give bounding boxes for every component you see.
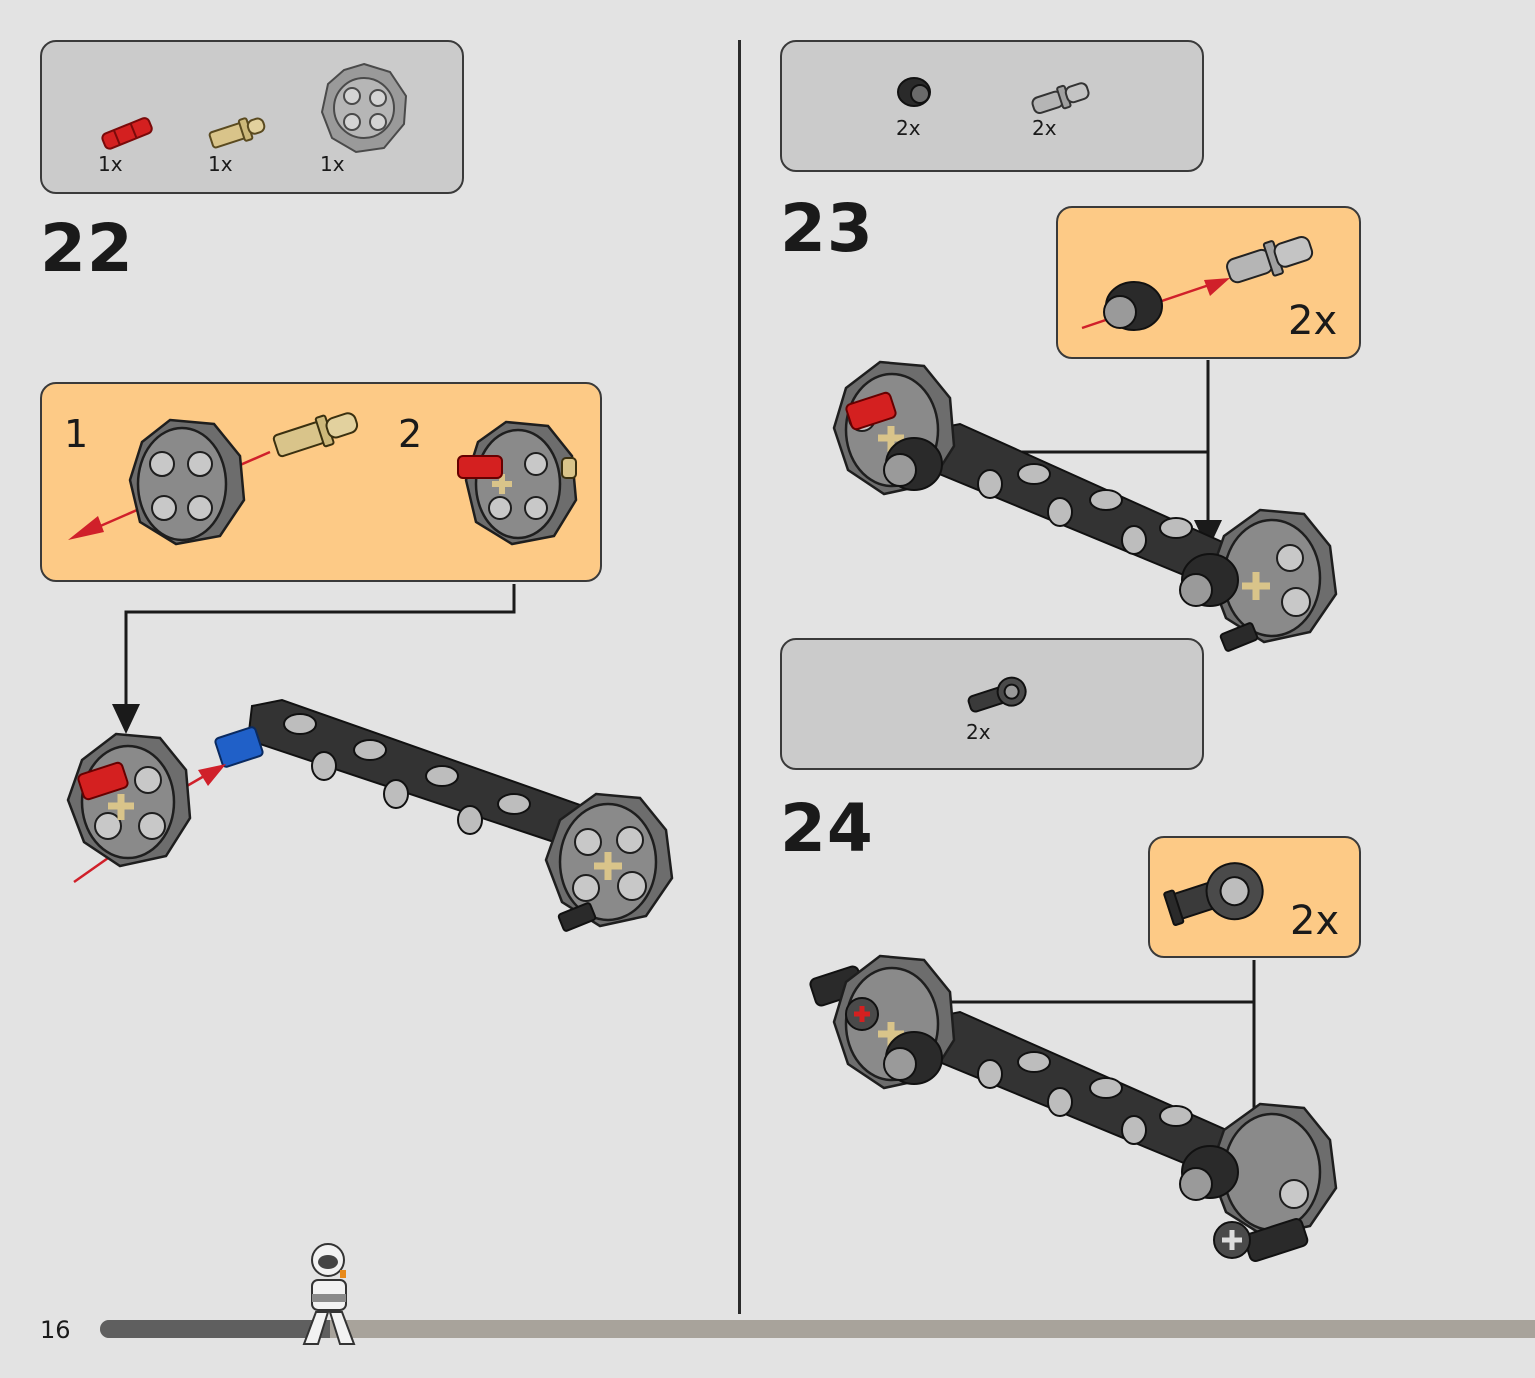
- part-qty: 1x: [98, 152, 123, 176]
- sub-assembly-callout-step-24: 2x: [1148, 836, 1361, 958]
- progress-track: [100, 1320, 1535, 1338]
- sub-step-number: 2: [398, 412, 423, 456]
- sub-assembly-callout-step-23: 2x: [1056, 206, 1361, 359]
- part-qty: 1x: [208, 152, 233, 176]
- part-qty: 2x: [896, 116, 921, 140]
- column-divider: [738, 40, 741, 1314]
- sub-step-number: 1: [64, 412, 89, 456]
- pin-connector-icon: [967, 676, 1027, 713]
- sub-assembly-callout-step-22: 1 2: [40, 382, 602, 582]
- parts-list-step-22: 1x 1x 1x: [40, 40, 464, 194]
- red-axle-pin-icon: [101, 117, 153, 150]
- progress-fill: [100, 1320, 330, 1338]
- step-number: 24: [780, 790, 874, 867]
- part-qty: 2x: [1032, 116, 1057, 140]
- tan-axle-pin-icon: [208, 117, 266, 149]
- page-number: 16: [40, 1316, 71, 1344]
- step-number: 23: [780, 190, 874, 267]
- sub-step-1-illustration: [68, 412, 359, 546]
- gray-wheel-hub-icon: [320, 62, 408, 154]
- black-bush-icon: [897, 77, 931, 107]
- callout-multiplier: 2x: [1288, 298, 1338, 344]
- part-qty: 2x: [966, 720, 991, 744]
- wheel-hub-icon: [128, 418, 246, 546]
- bush-onto-pin-illustration: [1081, 235, 1314, 331]
- gray-pin-icon: [1031, 82, 1090, 115]
- step-number: 22: [40, 210, 134, 287]
- parts-list-step-24: 2x: [780, 638, 1204, 770]
- parts-list-step-23: 2x 2x: [780, 40, 1204, 172]
- pin-connector-illustration: [1163, 862, 1264, 926]
- callout-multiplier: 2x: [1290, 898, 1340, 944]
- tan-axle-pin-icon: [272, 412, 359, 458]
- part-qty: 1x: [320, 152, 345, 176]
- sub-step-2-illustration: [457, 420, 578, 546]
- minifigure-progress-marker-icon: [302, 1243, 356, 1345]
